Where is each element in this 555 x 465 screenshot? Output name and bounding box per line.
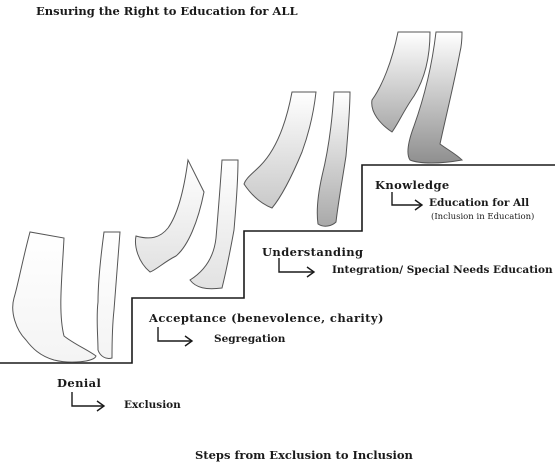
walking-legs-icon xyxy=(135,158,239,290)
walking-legs-icon xyxy=(243,91,351,227)
diagram-title: Ensuring the Right to Education for ALL xyxy=(36,4,298,18)
result-education-for-all: Education for All xyxy=(429,197,530,209)
walking-legs-icon xyxy=(12,231,121,363)
result-exclusion: Exclusion xyxy=(124,399,181,411)
result-segregation: Segregation xyxy=(214,333,286,345)
stage-denial: Denial xyxy=(57,376,102,390)
walking-legs-icon xyxy=(371,31,464,164)
result-integration: Integration/ Special Needs Education xyxy=(332,264,553,276)
elbow-arrow-icon xyxy=(278,258,316,278)
elbow-arrow-icon xyxy=(157,327,194,347)
elbow-arrow-icon xyxy=(391,192,424,211)
result-note-inclusion: (Inclusion in Education) xyxy=(431,212,535,222)
stage-knowledge: Knowledge xyxy=(375,178,450,192)
stage-understanding: Understanding xyxy=(262,245,364,259)
stage-acceptance: Acceptance (benevolence, charity) xyxy=(149,311,384,325)
elbow-arrow-icon xyxy=(71,392,106,412)
diagram-caption: Steps from Exclusion to Inclusion xyxy=(195,448,413,462)
staircase-outline xyxy=(0,164,555,364)
